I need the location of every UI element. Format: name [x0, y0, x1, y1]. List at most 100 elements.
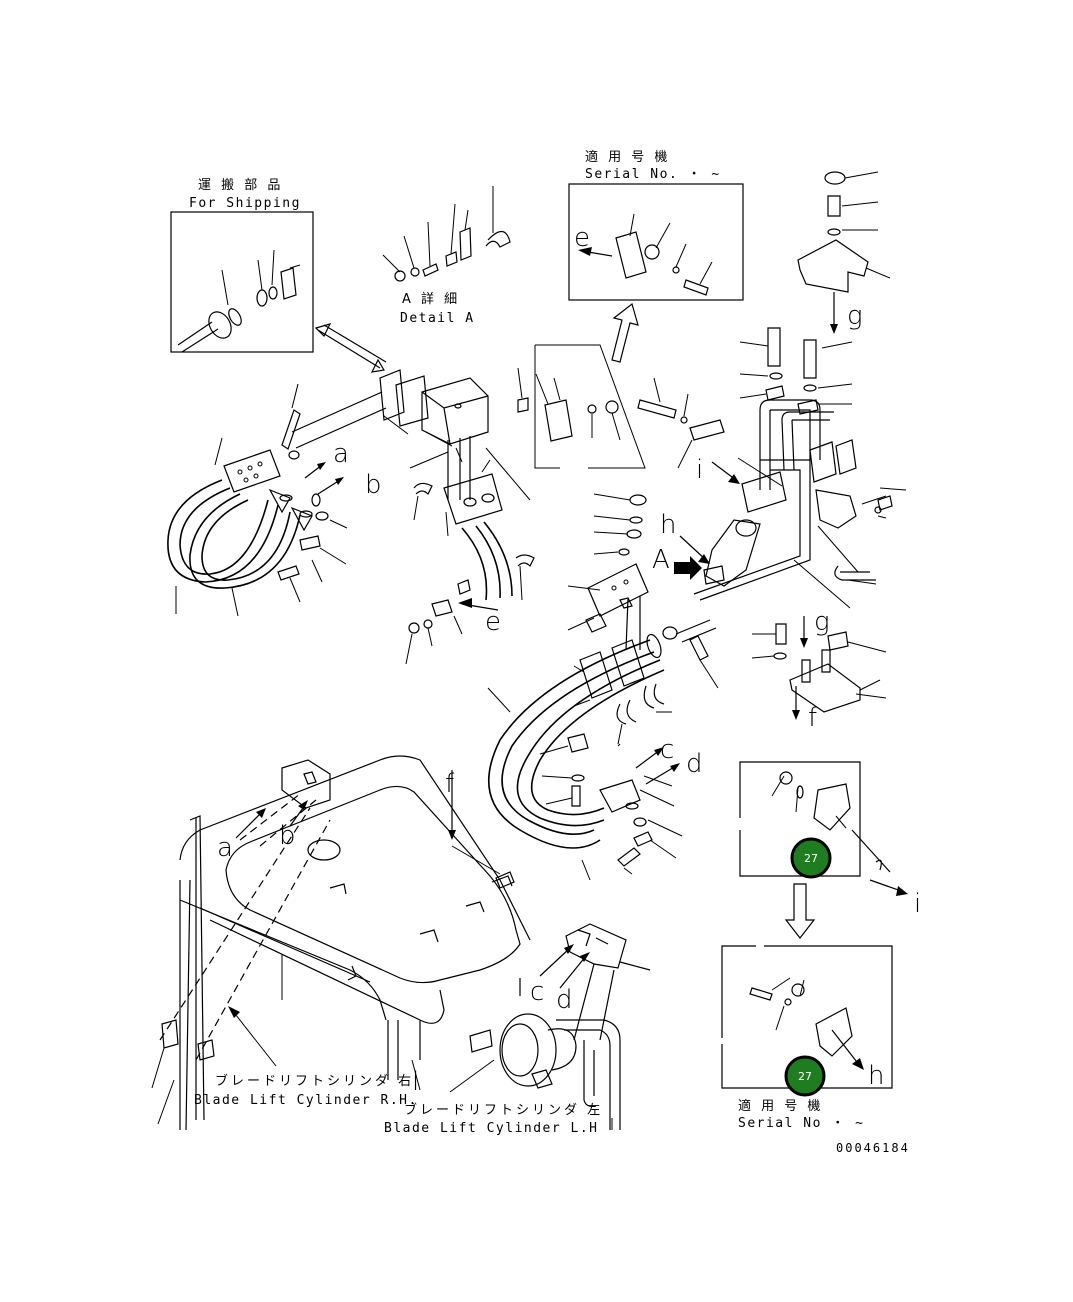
shipping-arrow-heads — [314, 323, 385, 373]
upper-inset-leaders — [771, 775, 847, 829]
left-oring-1 — [279, 494, 293, 502]
body-cap — [307, 839, 341, 861]
lower-inset-leaders — [771, 977, 805, 1031]
for-shipping-box — [170, 211, 314, 353]
document-number: 00046184 — [836, 1141, 910, 1155]
letter-e-top: e — [574, 223, 590, 253]
body-lower-ridge-2 — [199, 907, 371, 983]
stack-plate-hole-2 — [623, 579, 629, 585]
letter-e-center: e — [485, 607, 501, 637]
badge-27-lower[interactable] — [784, 1055, 826, 1097]
arrows-ab-heads — [317, 462, 344, 485]
body-side-leaders — [151, 1047, 175, 1125]
lh-fitting — [531, 1069, 553, 1089]
badge-27-upper[interactable] — [790, 837, 832, 879]
body-lower-ridge — [179, 899, 387, 1021]
cyl-rh-leader — [231, 1009, 277, 1067]
hollow-arrow-up — [611, 302, 639, 363]
shipping-ring-2 — [268, 286, 278, 300]
center-down-hoses — [461, 521, 513, 601]
lower-inset-bolt — [749, 987, 773, 1001]
big-hose-washer — [571, 774, 585, 782]
left-hose-1 — [167, 479, 279, 583]
body-small-features — [329, 875, 513, 943]
shipping-hose-end — [177, 321, 219, 353]
arrow-h-lower-head — [852, 1058, 864, 1070]
cyl-lh-en-label: Blade Lift Cylinder L.H — [384, 1121, 599, 1136]
middle-detail-frame — [534, 344, 646, 469]
letter-A: A — [652, 545, 670, 575]
top-cap — [824, 171, 846, 185]
stack-plate-hole-1 — [611, 585, 617, 591]
right-tube-end — [662, 626, 678, 640]
upper-inset-i-leader — [851, 829, 891, 873]
right-long-tube-2 — [675, 619, 717, 643]
serial-top-nut — [644, 244, 660, 260]
left-hose-2-inner — [201, 499, 291, 581]
center-washer — [423, 619, 433, 629]
shipping-oring — [228, 308, 242, 326]
serial-top-bolt — [683, 279, 709, 296]
fitting-top-flange — [735, 519, 757, 537]
center-lower-stack — [567, 493, 649, 651]
body-top-bracket-detail — [303, 771, 317, 785]
big-hose-clip — [633, 831, 653, 847]
center-assembly: e — [291, 369, 535, 665]
body-top-bracket — [281, 759, 331, 809]
lower-bracket-pins — [801, 649, 831, 683]
lower-inset-nut — [791, 983, 805, 997]
lh-clamp — [469, 1029, 493, 1053]
body-long-dash — [159, 807, 331, 1061]
middle-washer — [587, 404, 597, 414]
stack-nut — [629, 494, 647, 506]
lh-top-block — [565, 923, 627, 969]
lh-cylinder-body — [499, 1013, 557, 1087]
shipping-arrow — [314, 323, 387, 373]
detail-a-jp-label: A 詳 細 — [402, 291, 460, 307]
left-clamp — [299, 535, 321, 551]
arrow-e-center-head — [458, 598, 472, 608]
right-tube-assembly: g i — [637, 171, 907, 689]
cyl-rh-en-label: Blade Lift Cylinder R.H. — [194, 1093, 418, 1108]
letter-f-lower: f — [808, 703, 818, 733]
letter-g-lower: g — [814, 607, 830, 637]
letter-h-mid: h — [660, 510, 676, 540]
shipping-flange — [208, 311, 232, 339]
center-flange-plates — [379, 369, 429, 427]
body-left-side — [179, 879, 191, 1131]
letter-b-body: b — [279, 821, 296, 851]
lh-leaders — [411, 1059, 613, 1130]
machine-body: a b f ブレードリフトシリンダ 右 Blade Lift Cylinder … — [151, 755, 531, 1131]
arrows-ab-body-heads — [256, 800, 308, 818]
detail-a-group: A 詳 細 Detail A — [382, 186, 511, 326]
arrows-cd-heads — [654, 747, 680, 772]
cyl-lh-jp-label: ブレードリフトシリンダ 左 — [404, 1102, 603, 1118]
lh-pipes — [556, 1019, 621, 1130]
center-lower-port-2 — [481, 493, 495, 503]
port-1 — [237, 469, 243, 475]
port-2 — [247, 465, 253, 471]
center-lower-block — [443, 473, 503, 525]
body-right-post — [387, 1020, 399, 1080]
left-pin-cap — [288, 450, 300, 460]
arrow-g-top-head — [830, 324, 838, 334]
fitting-a-group: h A — [652, 510, 761, 587]
stack-washer — [629, 516, 643, 524]
shipping-plate — [280, 267, 297, 300]
stack-plate — [587, 563, 649, 617]
serial-top-jp-label: 適 用 号 機 — [585, 149, 670, 165]
left-hose-1-inner — [179, 487, 269, 575]
big-hose-oring-2 — [633, 817, 647, 827]
left-oring-2 — [299, 510, 313, 518]
big-hose-1-inner — [501, 651, 655, 836]
stack-washer-2 — [618, 548, 630, 556]
letter-d-center: d — [686, 749, 703, 779]
shipping-leaders — [221, 249, 301, 306]
serial-inset-upper: i 27 — [739, 761, 921, 919]
lower-bracket-washer — [773, 652, 787, 660]
right-washer-1 — [769, 372, 783, 380]
arrows-cd-lh-shafts — [519, 947, 587, 996]
serial-top-inset: 適 用 号 機 Serial No. ・ ~ e — [568, 149, 744, 301]
serial-top-leaders — [629, 213, 713, 285]
